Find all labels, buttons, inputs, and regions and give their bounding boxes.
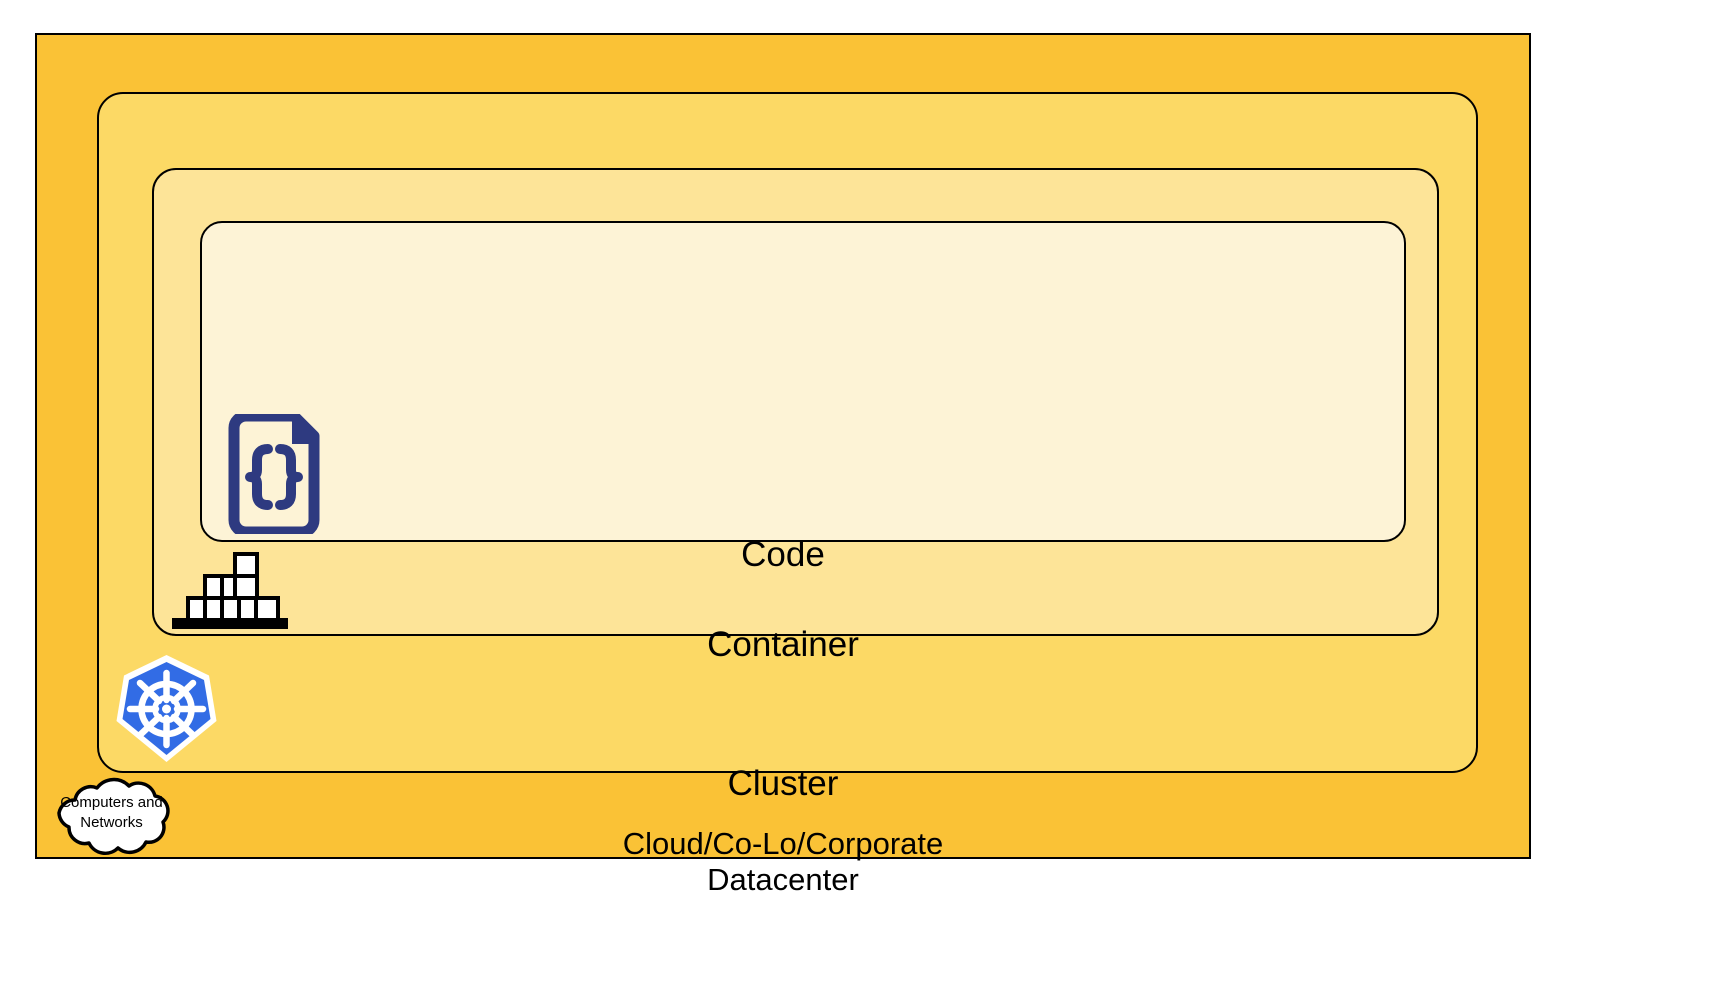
layer-label-code-text: Code: [741, 535, 825, 575]
layer-label-code: Code: [0, 493, 1720, 576]
stacked-blocks-icon: [170, 552, 290, 630]
layer-label-cluster-text: Cluster: [727, 764, 839, 804]
layer-label-datacenter: Cloud/Co-Lo/Corporate Datacenter: [0, 789, 1720, 899]
cloud-icon: [42, 776, 181, 860]
layer-label-datacenter-text: Cloud/Co-Lo/Corporate Datacenter: [622, 825, 944, 898]
cloud-badge-label: Computers and Networks: [60, 794, 163, 831]
layer-label-cluster: Cluster: [0, 722, 1720, 805]
layer-box-code: [200, 221, 1406, 542]
layer-label-container-text: Container: [707, 625, 859, 665]
kubernetes-icon: [115, 653, 218, 764]
layer-label-container: Container: [0, 583, 1720, 666]
json-document-icon: [222, 410, 326, 538]
